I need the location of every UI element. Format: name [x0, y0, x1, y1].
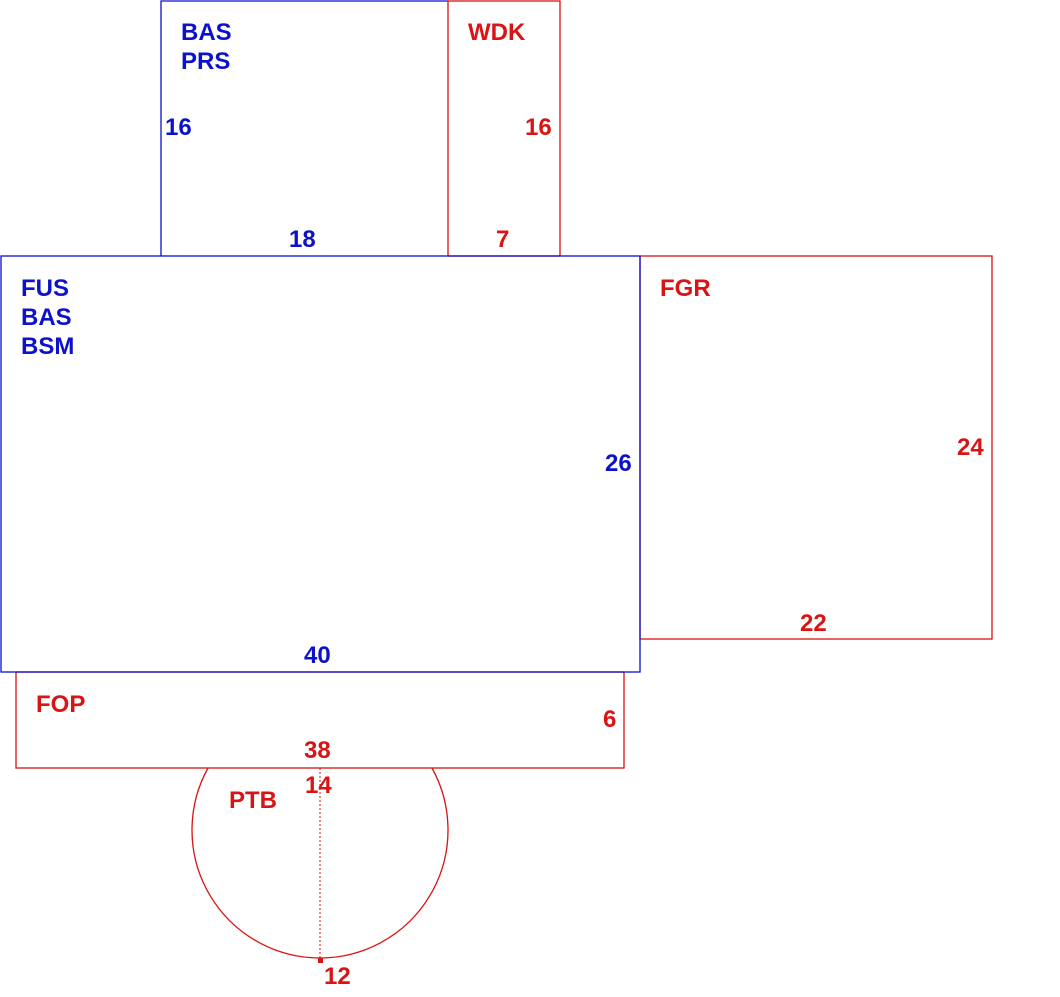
dimension-patio-chord: 14	[305, 772, 332, 799]
area-code-bas-main: BAS	[21, 304, 72, 331]
area-code-prs: PRS	[181, 48, 230, 75]
area-garage-outline	[639, 255, 993, 640]
area-main-outline	[0, 255, 641, 673]
area-porch: FOP 6 38	[15, 671, 625, 769]
area-upper-left-outline	[160, 0, 448, 256]
dimension-garage-side: 24	[957, 434, 984, 461]
dimension-porch-bottom: 38	[304, 737, 331, 764]
area-patio: PTB 14 12	[191, 767, 449, 990]
area-code-fgr: FGR	[660, 275, 711, 302]
dimension-wood-deck-side: 16	[525, 114, 552, 141]
dimension-porch-side: 6	[603, 706, 616, 733]
area-code-ptb: PTB	[229, 787, 277, 814]
area-code-fus: FUS	[21, 275, 69, 302]
area-upper-left: BAS PRS 16 18	[160, 0, 448, 256]
area-code-wdk: WDK	[468, 19, 526, 46]
dimension-upper-left-bottom: 18	[289, 226, 316, 253]
area-code-bas: BAS	[181, 19, 232, 46]
dimension-patio-depth: 12	[324, 963, 351, 990]
area-wood-deck: WDK 16 7	[447, 0, 561, 257]
area-code-bsm: BSM	[21, 333, 74, 360]
dimension-upper-left-side: 16	[165, 114, 192, 141]
area-main: FUS BAS BSM 26 40	[0, 255, 641, 673]
area-code-fop: FOP	[36, 691, 85, 718]
dimension-wood-deck-bottom: 7	[496, 226, 509, 253]
dimension-main-side: 26	[605, 450, 632, 477]
dimension-garage-bottom: 22	[800, 610, 827, 637]
patio-depth-marker	[318, 958, 323, 963]
area-garage: FGR 24 22	[639, 255, 993, 640]
dimension-main-bottom: 40	[304, 642, 331, 669]
